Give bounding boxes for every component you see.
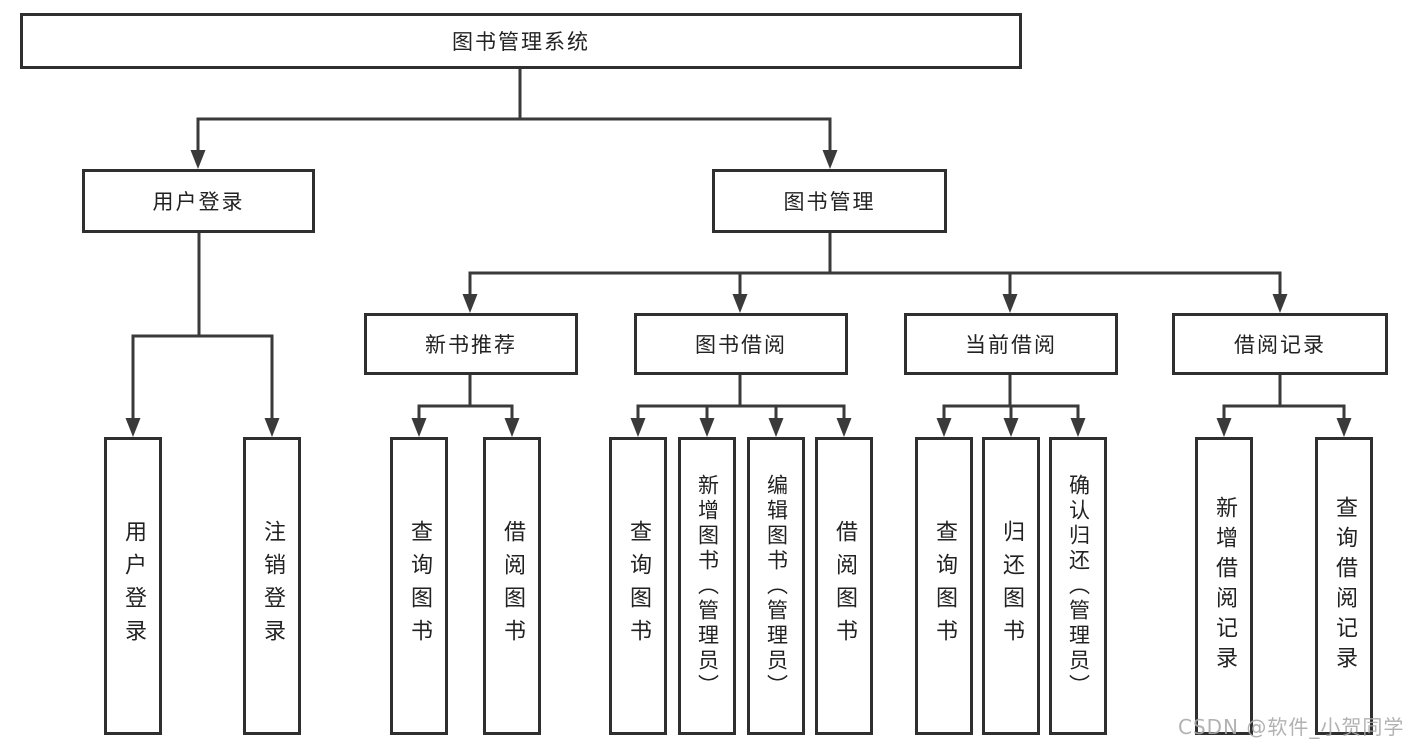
- node-library-system: 图书管理系统: [20, 13, 1022, 69]
- leaf-add-book-admin-label: 新增图书（管理员）: [695, 473, 720, 699]
- leaf-query-borrow-record: 查询借阅记录: [1315, 437, 1373, 735]
- leaf-add-book-admin: 新增图书（管理员）: [678, 437, 736, 735]
- leaf-query-books-recommend: 查询图书: [390, 437, 448, 735]
- leaf-query-books-current-label: 查询图书: [932, 520, 957, 652]
- leaf-edit-book-admin-label: 编辑图书（管理员）: [764, 473, 789, 699]
- leaf-user-login-label: 用户登录: [121, 520, 146, 652]
- node-book-borrow-label: 图书借阅: [695, 333, 787, 357]
- leaf-logout: 注销登录: [243, 437, 301, 735]
- node-library-system-label: 图书管理系统: [452, 30, 590, 54]
- csdn-watermark: CSDN @软件_小贺同学: [1178, 715, 1405, 739]
- node-book-management-label: 图书管理: [783, 190, 876, 214]
- leaf-edit-book-admin: 编辑图书（管理员）: [747, 437, 805, 735]
- node-borrow-records-label: 借阅记录: [1234, 333, 1326, 357]
- leaf-query-borrow-record-label: 查询借阅记录: [1332, 496, 1357, 676]
- node-book-management: 图书管理: [712, 169, 947, 233]
- leaf-logout-label: 注销登录: [260, 520, 285, 652]
- leaf-borrow-books-recommend: 借阅图书: [483, 437, 541, 735]
- node-borrow-records: 借阅记录: [1172, 313, 1388, 375]
- node-current-borrow: 当前借阅: [904, 313, 1118, 375]
- node-user-login: 用户登录: [82, 169, 315, 233]
- node-current-borrow-label: 当前借阅: [965, 333, 1057, 357]
- leaf-borrow-books-borrow: 借阅图书: [815, 437, 873, 735]
- node-new-book-recommend: 新书推荐: [364, 313, 578, 375]
- leaf-query-books-current: 查询图书: [915, 437, 973, 735]
- leaf-query-books-borrow-label: 查询图书: [626, 520, 651, 652]
- leaf-confirm-return-admin: 确认归还（管理员）: [1049, 437, 1107, 735]
- leaf-borrow-books-borrow-label: 借阅图书: [832, 520, 857, 652]
- leaf-borrow-books-recommend-label: 借阅图书: [500, 520, 525, 652]
- leaf-query-books-recommend-label: 查询图书: [407, 520, 432, 652]
- leaf-query-books-borrow: 查询图书: [609, 437, 667, 735]
- leaf-add-borrow-record: 新增借阅记录: [1195, 437, 1253, 735]
- leaf-return-book: 归还图书: [982, 437, 1040, 735]
- leaf-user-login: 用户登录: [104, 437, 162, 735]
- node-book-borrow: 图书借阅: [634, 313, 848, 375]
- node-user-login-label: 用户登录: [152, 190, 245, 214]
- leaf-add-borrow-record-label: 新增借阅记录: [1212, 496, 1237, 676]
- leaf-return-book-label: 归还图书: [999, 520, 1024, 652]
- node-new-book-recommend-label: 新书推荐: [425, 333, 517, 357]
- leaf-confirm-return-admin-label: 确认归还（管理员）: [1066, 473, 1091, 699]
